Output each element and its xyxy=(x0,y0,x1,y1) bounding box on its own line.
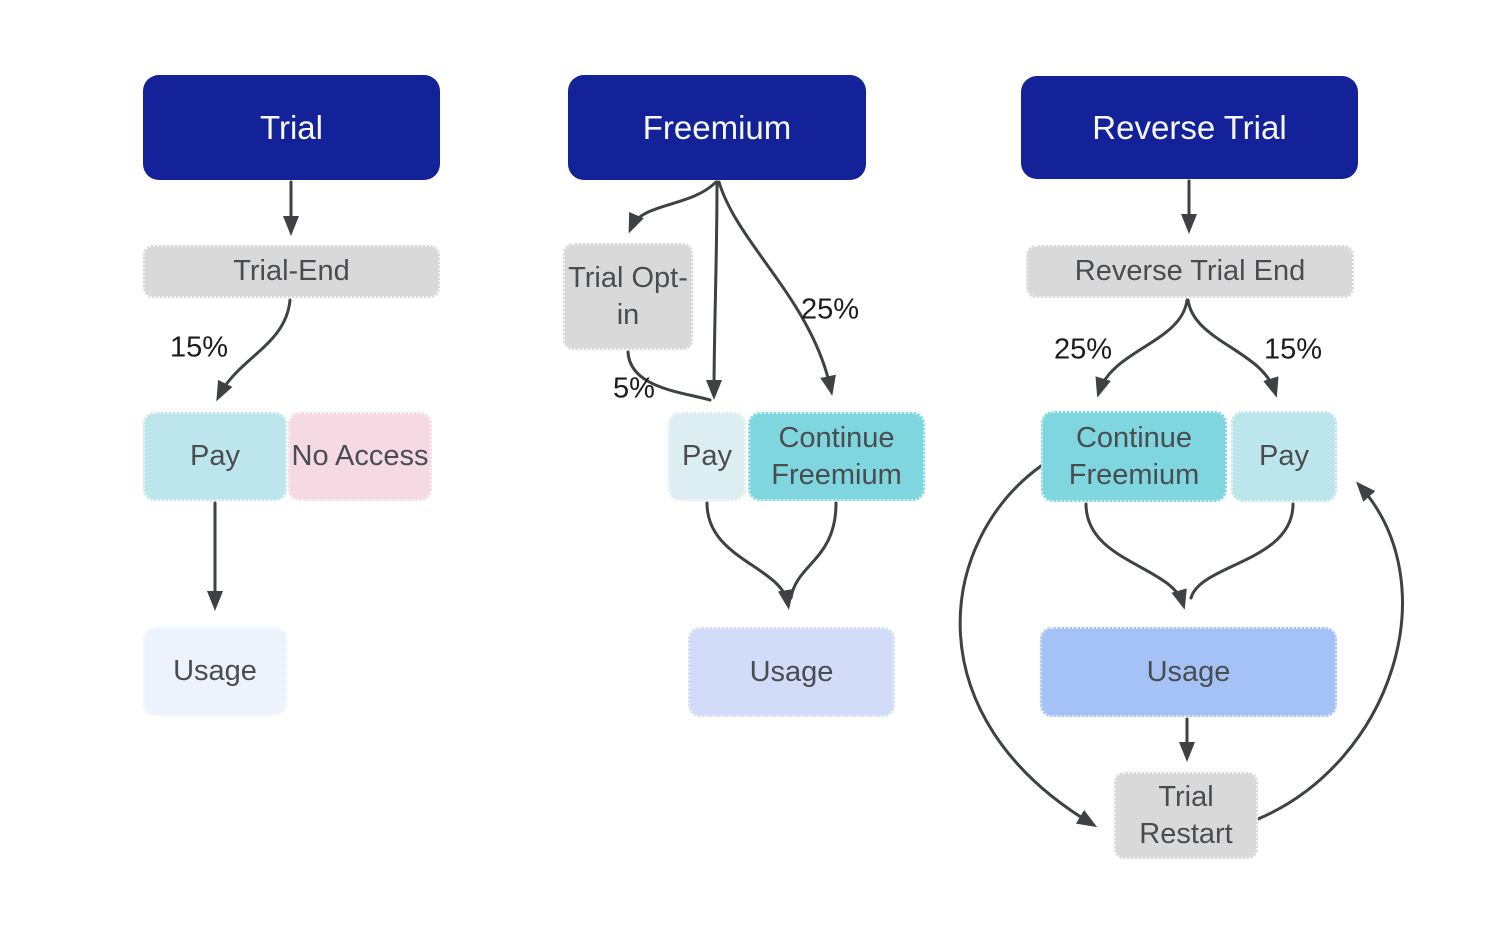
node-trial-usage: Usage xyxy=(143,627,287,716)
arrow-continuefreemium-loop-to-trialrestart xyxy=(958,464,1098,828)
arrow-continuefreemium-to-usage-freemium xyxy=(789,501,838,600)
arrow-trialrestart-loop-to-pay xyxy=(1256,481,1404,821)
arrow-reversetrialend-to-pay xyxy=(1186,298,1279,398)
arrow-freemium-to-trialoptin xyxy=(628,180,718,234)
arrow-trialoptin-to-pay xyxy=(626,350,712,402)
node-trial-opt-in-label: Trial Opt-in xyxy=(568,262,688,331)
node-trial-opt-in: Trial Opt-in xyxy=(563,243,693,350)
node-trial-pay-label: Pay xyxy=(190,440,240,473)
node-freemium-continue: Continue Freemium xyxy=(748,412,925,501)
edge-label-freemium-continue-pct: 25% xyxy=(800,293,860,326)
node-reverse-trial-end: Reverse Trial End xyxy=(1026,245,1354,298)
node-trial-restart-label: Trial Restart xyxy=(1139,781,1233,850)
node-reverse-trial-header: Reverse Trial xyxy=(1021,76,1358,179)
edge-label-freemium-optin-pct: 5% xyxy=(613,372,655,405)
node-trial-header: Trial xyxy=(143,75,440,180)
node-freemium-label: Freemium xyxy=(642,108,792,146)
arrow-pay-to-usage-freemium xyxy=(705,501,794,610)
node-trial-end-label: Trial-End xyxy=(233,255,350,288)
arrow-pay-to-usage-reverse xyxy=(1189,502,1295,600)
arrow-reversetrialend-to-continuefreemium xyxy=(1095,298,1189,398)
node-reverse-trial-end-label: Reverse Trial End xyxy=(1074,255,1306,288)
node-trial-restart: Trial Restart xyxy=(1114,772,1258,859)
node-trial-pay: Pay xyxy=(143,412,287,501)
node-reverse-pay: Pay xyxy=(1231,411,1337,502)
arrow-freemium-to-pay xyxy=(706,180,723,400)
node-reverse-continue-label: Continue Freemium xyxy=(1068,422,1200,491)
edge-label-reverse-pay-pct: 15% xyxy=(1263,333,1323,366)
arrow-continuefreemium-to-usage-reverse xyxy=(1084,502,1187,610)
node-freemium-pay-label: Pay xyxy=(682,440,732,473)
node-reverse-pay-label: Pay xyxy=(1259,440,1309,473)
node-freemium-usage-label: Usage xyxy=(749,655,834,688)
node-freemium-continue-label: Continue Freemium xyxy=(771,422,902,491)
node-freemium-pay: Pay xyxy=(668,412,746,501)
node-trial-end: Trial-End xyxy=(143,245,440,298)
node-trial-usage-label: Usage xyxy=(173,655,257,688)
arrow-freemium-to-continuefreemium xyxy=(717,180,836,396)
arrow-trialend-to-pay xyxy=(216,298,292,402)
node-trial-label: Trial xyxy=(260,108,323,146)
node-reverse-trial-label: Reverse Trial xyxy=(1092,108,1287,146)
node-freemium-usage: Usage xyxy=(688,627,895,717)
edge-label-trial-pay-pct: 15% xyxy=(169,331,229,364)
node-trial-no-access-label: No Access xyxy=(291,440,429,473)
node-reverse-continue: Continue Freemium xyxy=(1041,411,1227,502)
node-reverse-usage: Usage xyxy=(1040,627,1337,717)
node-freemium-header: Freemium xyxy=(568,75,866,180)
node-reverse-usage-label: Usage xyxy=(1146,655,1231,688)
edge-label-reverse-continue-pct: 25% xyxy=(1053,333,1113,366)
node-trial-no-access: No Access xyxy=(288,412,432,501)
